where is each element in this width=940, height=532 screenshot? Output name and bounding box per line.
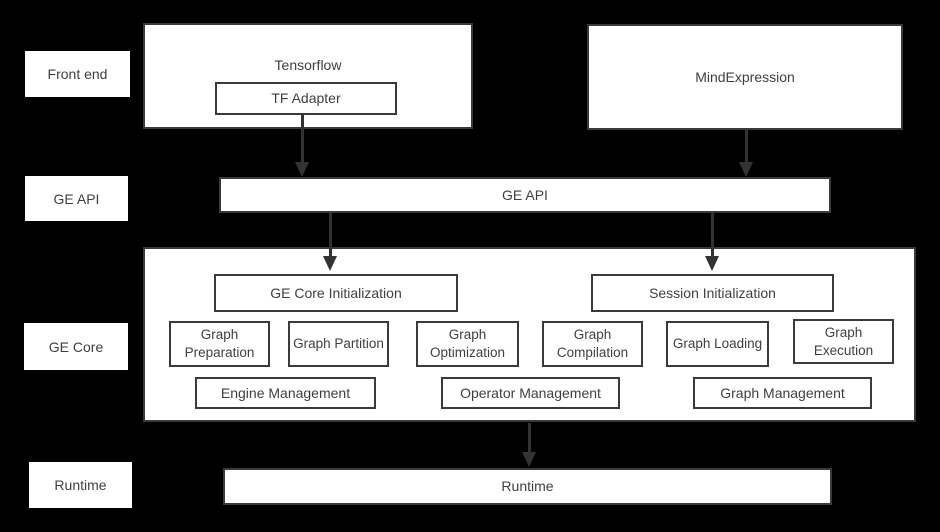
- arrow-head-icon: [323, 256, 337, 271]
- graph-compilation-box: Graph Compilation: [542, 321, 643, 367]
- graph-partition-box: Graph Partition: [288, 321, 389, 367]
- graph-execution-box: Graph Execution: [793, 319, 894, 364]
- ge-api-bar: GE API: [219, 177, 831, 213]
- arrow-ge-core-to-runtime: [522, 423, 536, 467]
- graph-loading-box: Graph Loading: [666, 321, 769, 367]
- arrow-mindexpression-to-ge-api: [739, 130, 753, 177]
- arrow-head-icon: [705, 256, 719, 271]
- operator-management-box: Operator Management: [441, 377, 620, 409]
- layer-label-runtime: Runtime: [29, 462, 132, 508]
- layer-label-ge-api: GE API: [25, 176, 128, 221]
- tf-adapter-box: TF Adapter: [215, 82, 397, 115]
- layer-label-front-end: Front end: [25, 51, 130, 97]
- runtime-bar: Runtime: [223, 468, 832, 505]
- mindexpression-box: MindExpression: [587, 24, 903, 130]
- graph-optimization-box: Graph Optimization: [416, 321, 519, 367]
- arrow-ge-api-to-session-initialization: [705, 213, 719, 271]
- arrow-line: [300, 113, 304, 163]
- arrow-ge-api-to-ge-core-initialization: [323, 213, 337, 271]
- arrow-line: [527, 423, 531, 453]
- engine-management-box: Engine Management: [195, 377, 376, 409]
- arrow-head-icon: [295, 162, 309, 177]
- arrow-head-icon: [739, 162, 753, 177]
- arrow-line: [744, 130, 748, 163]
- ge-core-box: GE Core Initialization Session Initializ…: [143, 247, 916, 422]
- session-initialization-box: Session Initialization: [591, 274, 834, 312]
- arrow-tf-adapter-to-ge-api: [295, 113, 309, 177]
- layer-label-ge-core: GE Core: [24, 323, 128, 370]
- arrow-head-icon: [522, 452, 536, 467]
- graph-management-box: Graph Management: [693, 377, 872, 409]
- arrow-line: [710, 213, 714, 257]
- tensorflow-box: Tensorflow TF Adapter: [143, 23, 473, 129]
- ge-core-initialization-box: GE Core Initialization: [214, 274, 458, 312]
- tensorflow-label: Tensorflow: [274, 57, 342, 73]
- arrow-line: [328, 213, 332, 257]
- graph-preparation-box: Graph Preparation: [169, 321, 270, 367]
